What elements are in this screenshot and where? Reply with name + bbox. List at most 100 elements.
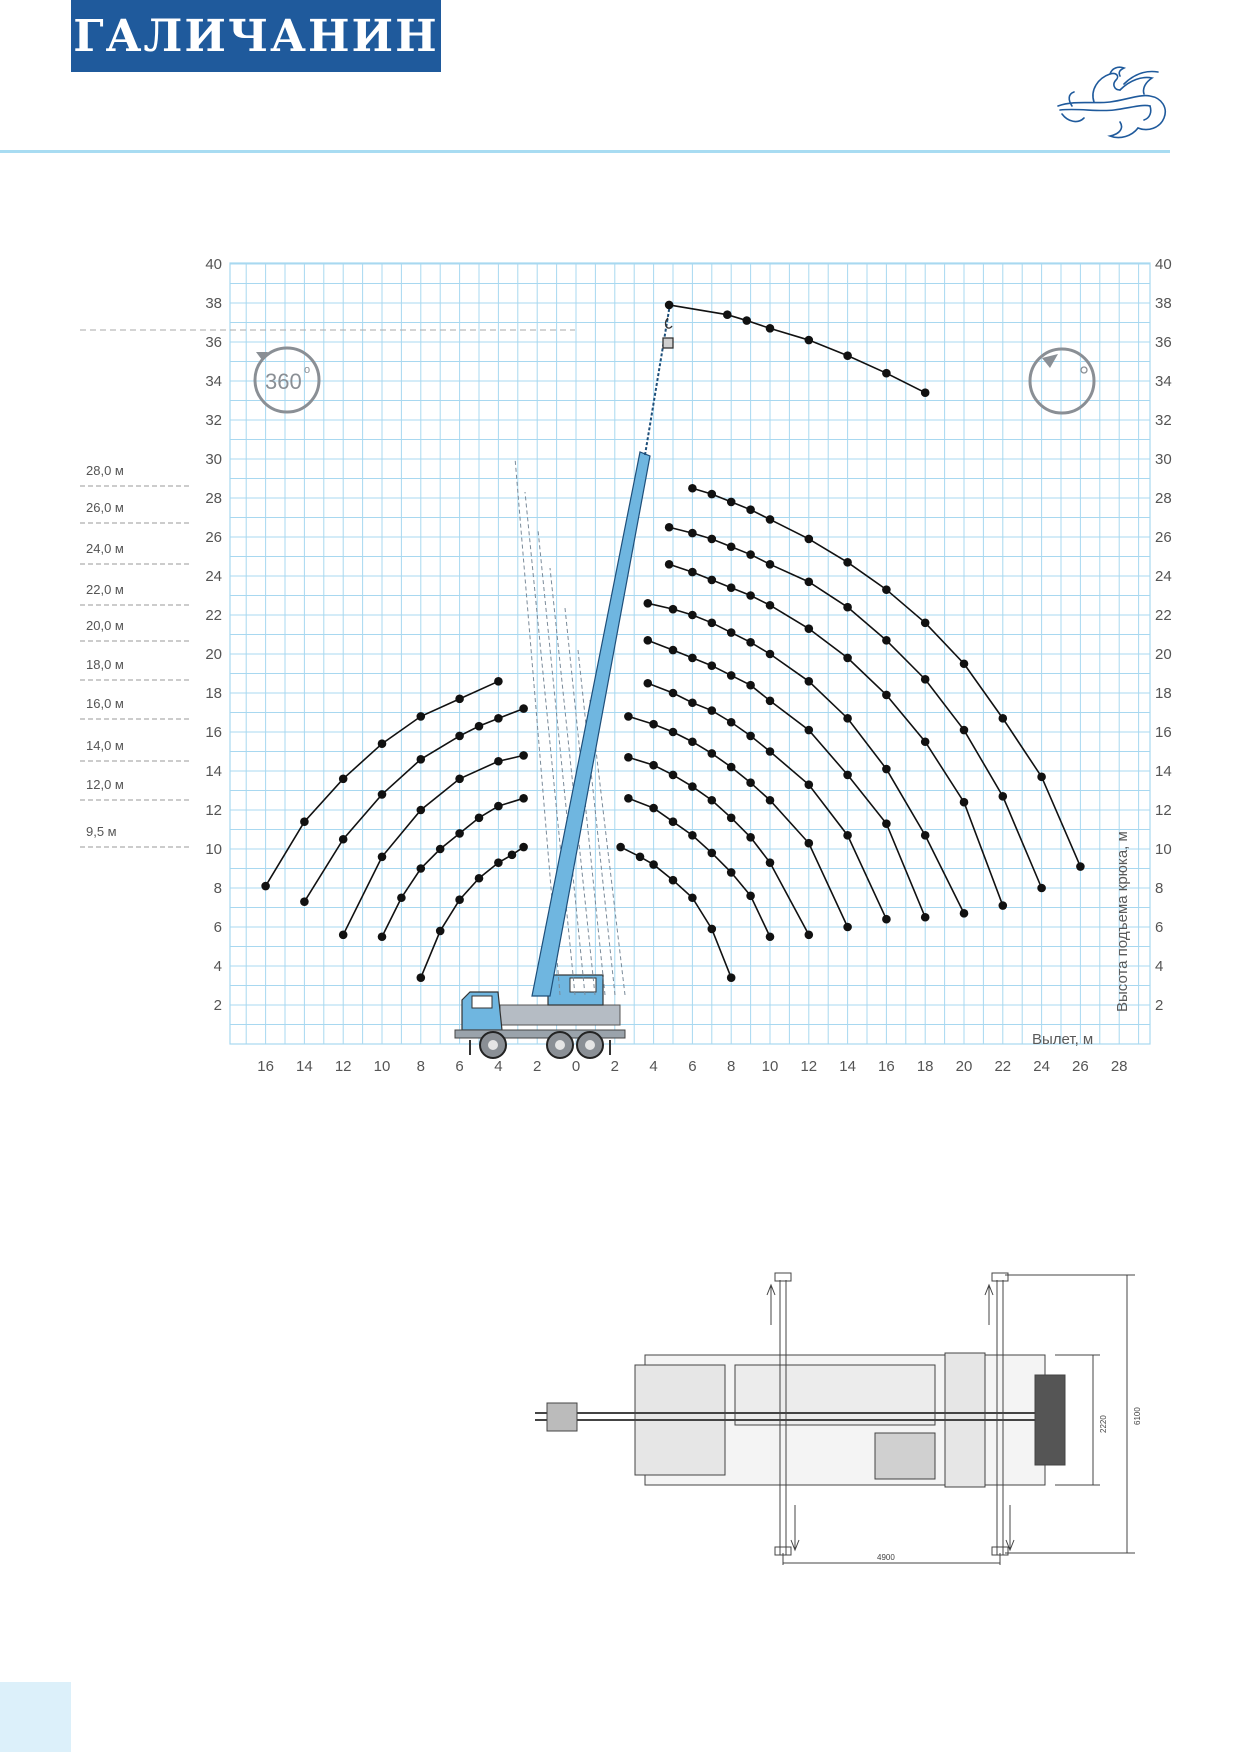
y-tick-right: 2	[1155, 997, 1163, 1014]
right-point	[746, 680, 755, 690]
y-tick-right: 12	[1155, 802, 1172, 819]
right-point	[649, 860, 658, 869]
left-point	[494, 677, 503, 686]
right-point	[726, 671, 736, 680]
right-point	[920, 618, 930, 628]
y-tick-right: 4	[1155, 958, 1163, 975]
left-point	[519, 842, 528, 852]
x-tick-right: 2	[611, 1058, 619, 1075]
right-point	[746, 891, 755, 901]
right-point	[624, 712, 633, 721]
right-point	[765, 324, 775, 333]
right-point	[624, 794, 633, 803]
right-point	[723, 310, 732, 320]
right-point	[707, 618, 717, 628]
right-point	[707, 924, 717, 934]
right-point	[843, 714, 852, 723]
right-point	[882, 819, 891, 828]
right-point	[843, 770, 852, 780]
right-point	[668, 645, 678, 655]
right-point	[998, 792, 1008, 801]
y-tick-right: 24	[1155, 568, 1172, 585]
boom-main	[531, 451, 651, 997]
left-point	[455, 694, 464, 704]
y-tick-right: 28	[1155, 490, 1172, 507]
x-tick-right: 20	[956, 1058, 973, 1075]
right-point	[843, 653, 852, 663]
right-point	[668, 604, 678, 614]
y-tick-left: 34	[205, 373, 222, 390]
right-point	[765, 795, 775, 805]
y-tick-left: 12	[205, 802, 222, 819]
crane-plan-view: 6100 2220 4900	[535, 1272, 1142, 1565]
right-point	[765, 560, 775, 569]
left-point	[377, 852, 387, 862]
right-point	[804, 335, 814, 345]
right-point	[920, 831, 930, 840]
y-tick-right: 22	[1155, 607, 1172, 624]
left-point	[416, 864, 426, 873]
right-point	[726, 628, 736, 637]
right-point	[746, 731, 755, 741]
right-point	[804, 577, 814, 587]
boom-length-label: 18,0 м	[86, 657, 124, 672]
y-tick-right: 6	[1155, 919, 1163, 936]
right-point	[643, 678, 653, 688]
left-point	[416, 712, 426, 721]
y-tick-left: 26	[205, 529, 222, 546]
crane-truck-icon	[454, 974, 626, 1059]
left-point	[397, 893, 406, 903]
right-point	[668, 688, 678, 698]
x-tick-right: 8	[727, 1058, 735, 1075]
right-point	[959, 725, 969, 735]
right-point	[804, 838, 814, 848]
x-tick-right: 14	[839, 1058, 856, 1075]
right-point	[746, 550, 755, 559]
right-point	[746, 505, 755, 514]
right-point	[804, 780, 814, 789]
right-point	[998, 714, 1008, 723]
x-tick-right: 12	[800, 1058, 817, 1075]
left-point	[519, 751, 528, 760]
right-curve-8	[628, 715, 849, 928]
left-point	[519, 704, 528, 713]
right-point	[765, 515, 775, 524]
right-point	[726, 717, 736, 727]
right-point	[882, 585, 891, 594]
right-point	[742, 316, 752, 325]
right-curve-7	[647, 682, 888, 920]
left-point	[416, 973, 426, 982]
y-tick-right: 8	[1155, 880, 1163, 897]
dim-outrigger-base: 4900	[877, 1553, 895, 1562]
right-point	[843, 558, 852, 567]
boom-length-legend: 28,0 м26,0 м24,0 м22,0 м20,0 м18,0 м16,0…	[80, 463, 192, 848]
right-point	[920, 675, 930, 684]
right-point	[635, 852, 645, 862]
left-point	[455, 895, 464, 904]
y-tick-left: 22	[205, 607, 222, 624]
boom-length-label: 22,0 м	[86, 582, 124, 597]
left-curve-3	[342, 754, 524, 936]
right-point	[726, 868, 736, 877]
right-point	[765, 649, 775, 659]
right-point	[804, 930, 814, 940]
right-point	[707, 749, 717, 758]
right-point	[664, 300, 674, 310]
boom-length-label: 9,5 м	[86, 824, 117, 839]
right-point	[688, 831, 697, 840]
right-point	[726, 973, 736, 982]
right-point	[882, 914, 891, 924]
left-point	[261, 881, 270, 891]
right-point	[668, 875, 678, 885]
right-point	[707, 795, 717, 805]
right-point	[765, 747, 775, 756]
y-tick-left: 2	[214, 997, 222, 1014]
left-point	[519, 794, 528, 803]
left-point	[338, 774, 348, 784]
right-point	[746, 591, 755, 600]
right-point	[688, 698, 697, 708]
right-point	[726, 542, 736, 552]
right-point	[668, 727, 678, 737]
